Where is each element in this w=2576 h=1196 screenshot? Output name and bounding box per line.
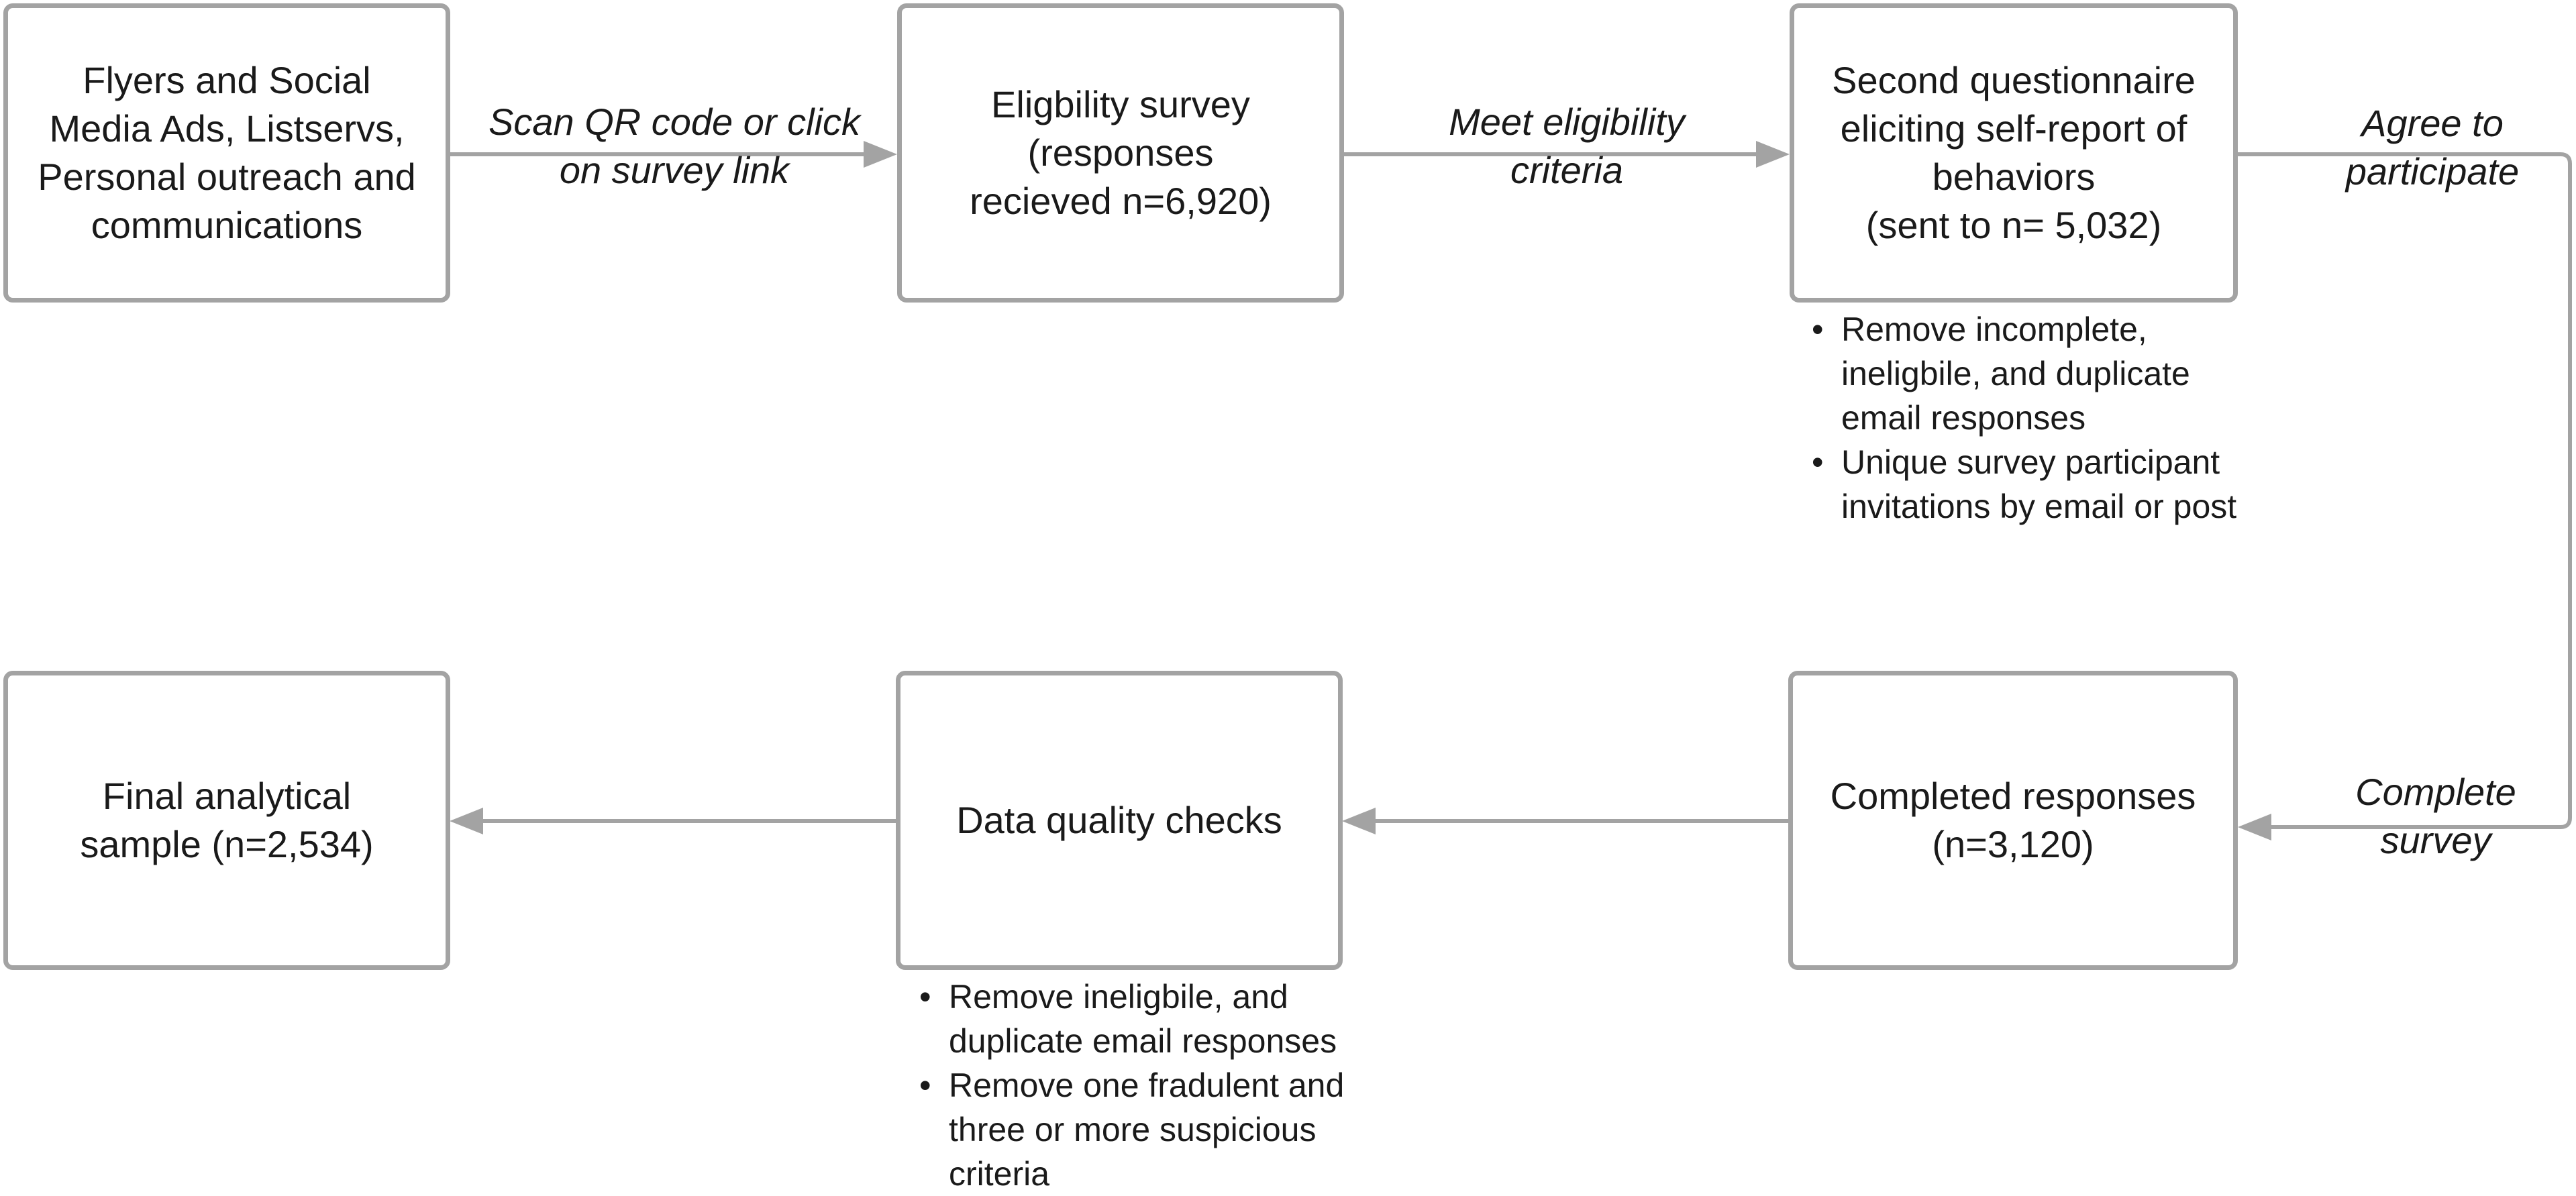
node-data-quality-checks-label: Data quality checks xyxy=(956,799,1282,841)
quality-note-1: Remove ineligbile, and duplicate email r… xyxy=(919,975,1402,1063)
node-eligibility-survey-label: Eligbility survey (responses recieved n=… xyxy=(970,83,1272,222)
questionnaire-note-1: Remove incomplete, ineligbile, and dupli… xyxy=(1812,307,2295,440)
node-completed-responses-label: Completed responses (n=3,120) xyxy=(1830,775,2196,865)
arrowhead-to-completed xyxy=(2238,814,2271,840)
edge-label-complete: Complete survey xyxy=(2355,771,2516,861)
node-data-quality-checks: Data quality checks xyxy=(896,671,1343,970)
node-second-questionnaire-label: Second questionnaire eliciting self-repo… xyxy=(1832,59,2196,246)
node-recruitment: Flyers and Social Media Ads, Listservs, … xyxy=(3,3,450,303)
edge-label-scan: Scan QR code or click on survey link xyxy=(488,101,860,191)
node-recruitment-label: Flyers and Social Media Ads, Listservs, … xyxy=(38,59,416,246)
questionnaire-note-2: Unique survey participant invitations by… xyxy=(1812,440,2295,529)
node-eligibility-survey: Eligbility survey (responses recieved n=… xyxy=(897,3,1344,303)
arrowhead-to-questionnaire xyxy=(1756,141,1790,168)
arrowhead-to-quality xyxy=(1342,808,1376,834)
arrowhead-to-final xyxy=(450,808,483,834)
node-completed-responses: Completed responses (n=3,120) xyxy=(1788,671,2238,970)
quality-note-2: Remove one fradulent and three or more s… xyxy=(919,1063,1402,1196)
edge-label-meet-eligibility: Meet eligibility criteria xyxy=(1449,101,1685,191)
questionnaire-notes: Remove incomplete, ineligbile, and dupli… xyxy=(1812,307,2295,529)
node-final-sample-label: Final analytical sample (n=2,534) xyxy=(80,775,374,865)
edge-label-agree: Agree to participate xyxy=(2345,102,2520,193)
node-final-sample: Final analytical sample (n=2,534) xyxy=(3,671,450,970)
node-second-questionnaire: Second questionnaire eliciting self-repo… xyxy=(1790,3,2238,303)
quality-notes: Remove ineligbile, and duplicate email r… xyxy=(919,975,1402,1196)
arrowhead-to-eligibility xyxy=(864,141,897,168)
arrow-questionnaire-to-completed xyxy=(2238,152,2572,829)
